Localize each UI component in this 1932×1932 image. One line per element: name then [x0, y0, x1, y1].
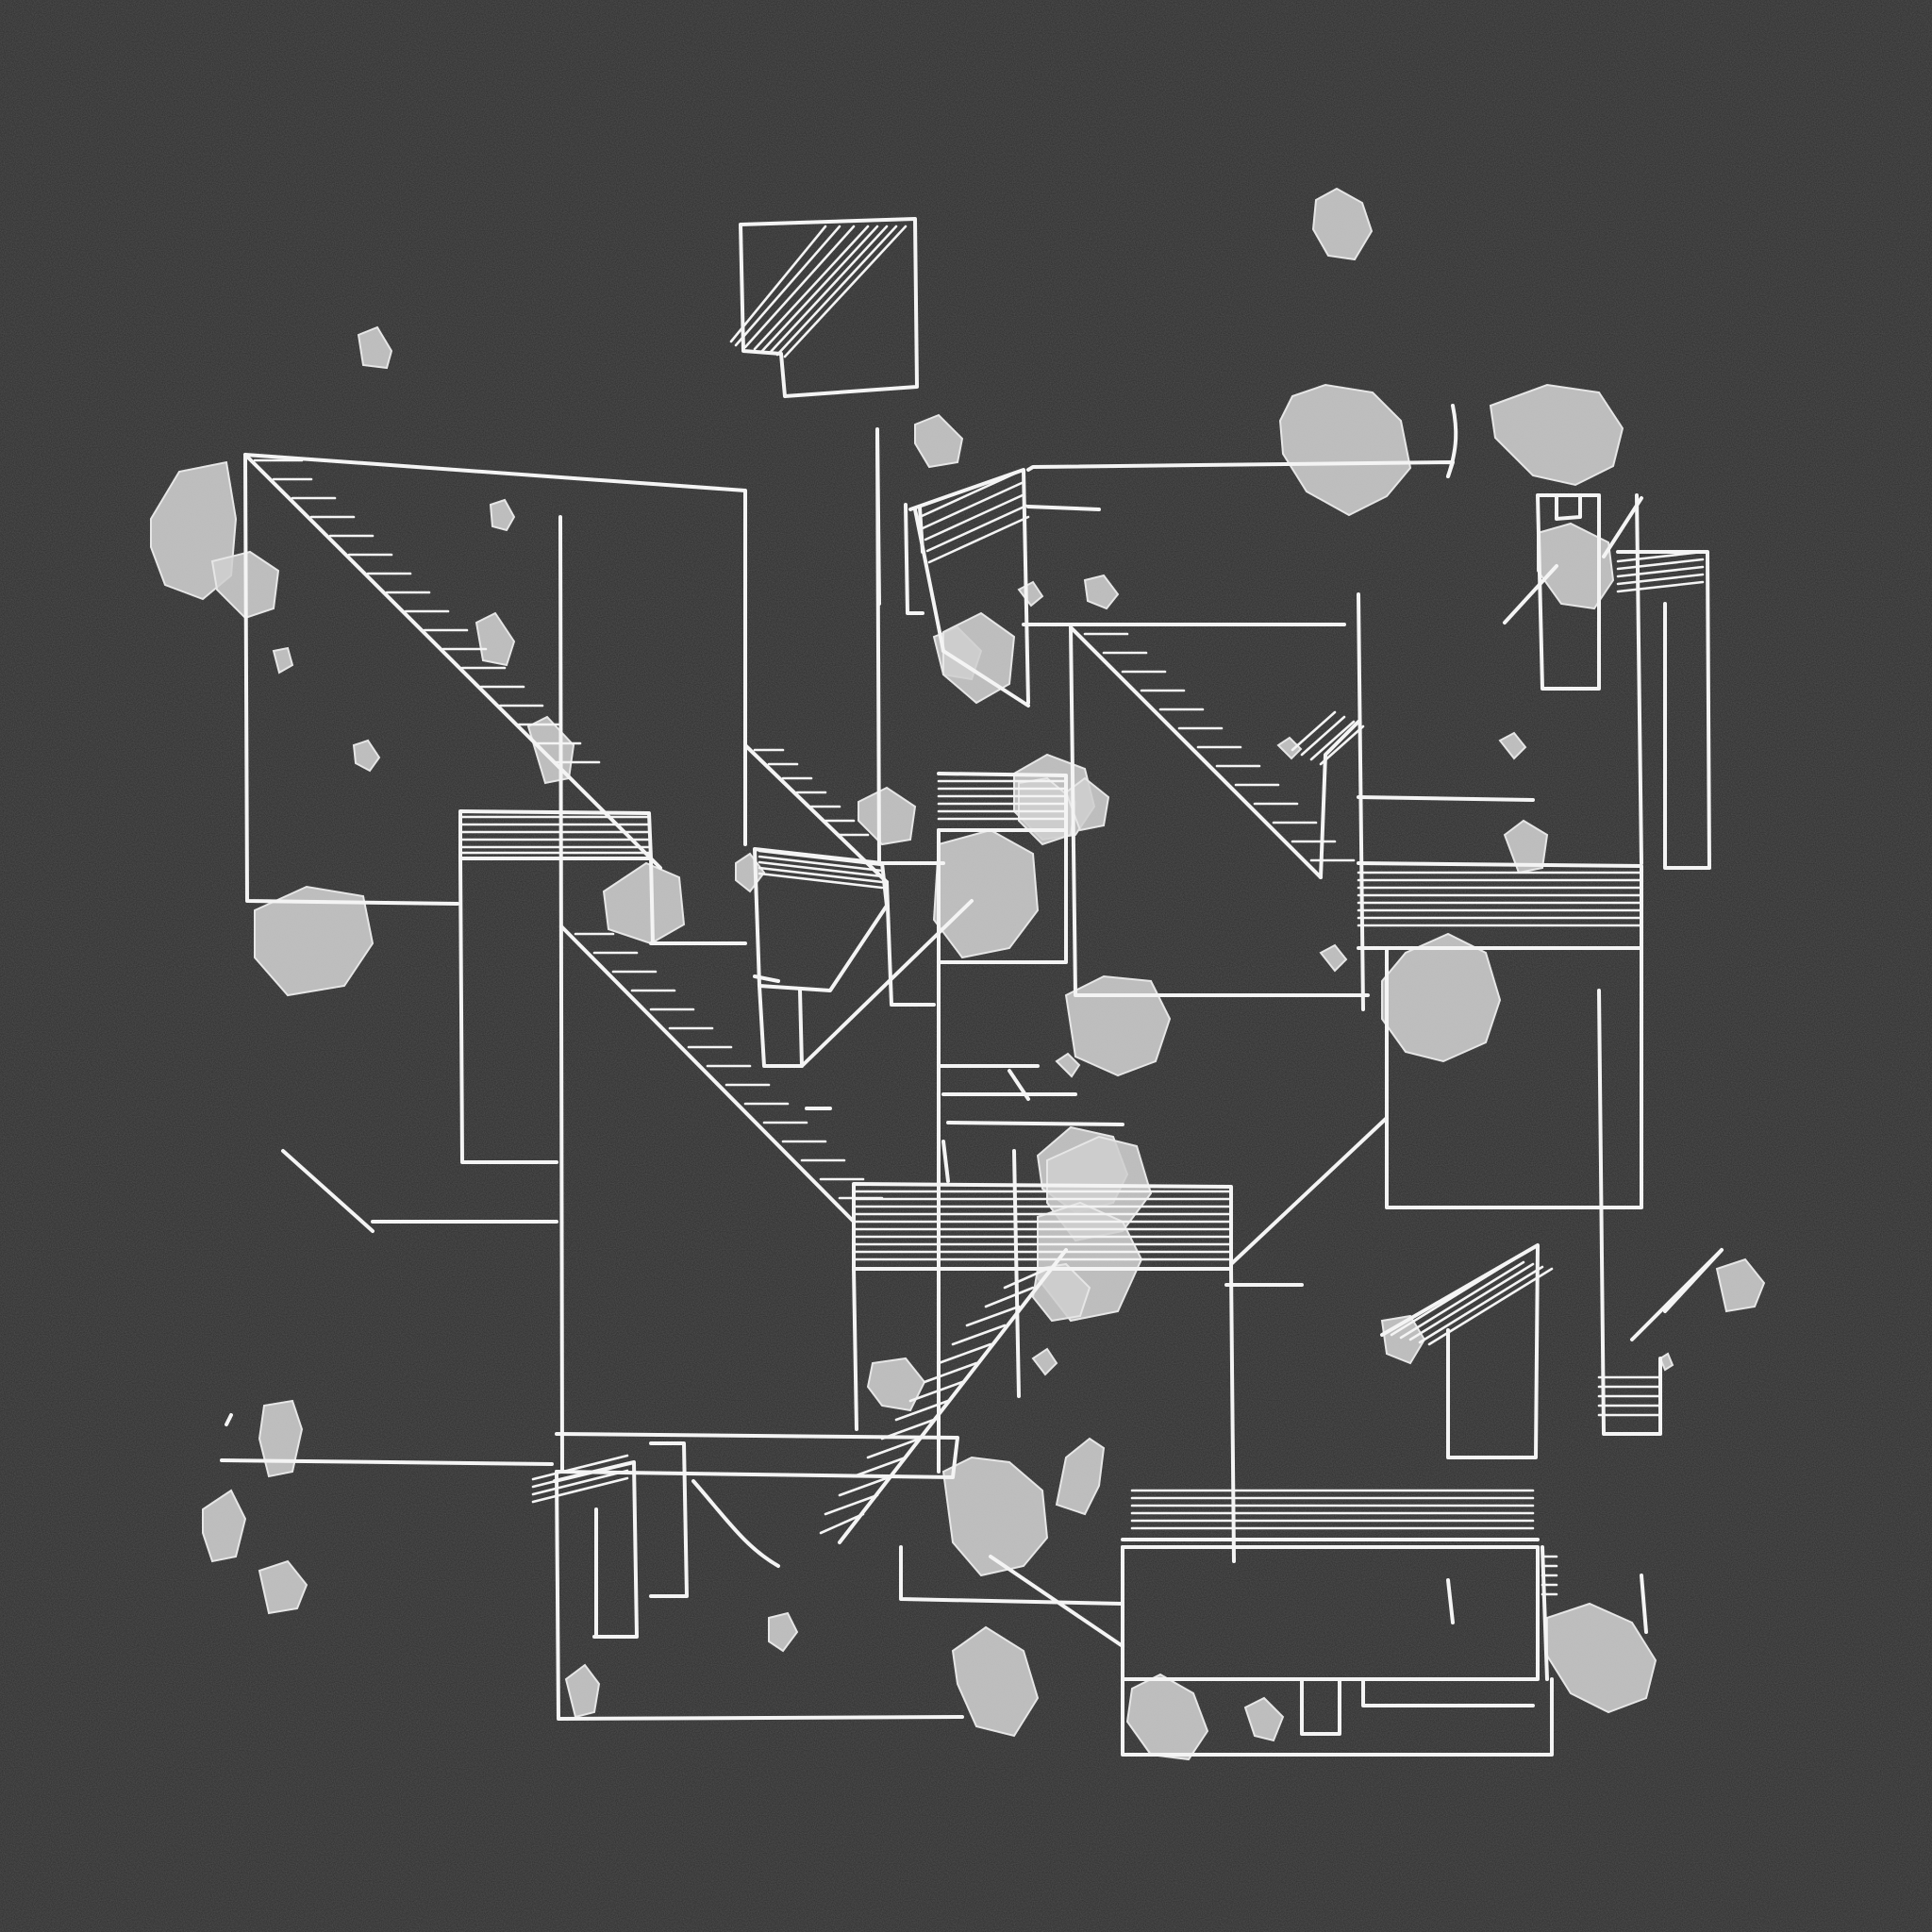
hatch-diagonal-left	[253, 458, 601, 764]
blob	[1031, 1347, 1058, 1376]
hatch-diagonal-right	[1083, 632, 1356, 862]
blob	[1658, 1352, 1674, 1372]
line-drawing	[220, 217, 1724, 1757]
hatch-band-middle	[852, 1190, 1233, 1261]
blob	[1546, 1602, 1657, 1714]
blob	[858, 786, 917, 846]
blob	[254, 885, 375, 997]
hatch-right-triangle	[1390, 1257, 1554, 1346]
blob	[1055, 1437, 1106, 1516]
middle-diagonal-beam	[559, 924, 856, 1224]
blob	[564, 1663, 601, 1719]
hatch-band-left	[458, 815, 651, 855]
blob	[258, 1399, 304, 1478]
hatch-small-right	[1291, 710, 1365, 766]
blob	[1498, 731, 1527, 760]
blob	[272, 646, 294, 675]
blob	[602, 861, 686, 945]
blob	[914, 413, 964, 469]
hatch-small-box	[758, 849, 884, 890]
blob	[258, 1559, 308, 1615]
lower-diagonal-beam	[838, 1248, 1068, 1544]
hatch-bottom-left	[531, 1454, 629, 1504]
blob	[202, 1489, 247, 1563]
blob	[1278, 383, 1412, 517]
hatch-bottom-right	[1130, 1489, 1535, 1530]
blob	[489, 498, 516, 532]
blob	[1715, 1257, 1766, 1313]
hatch-right-tower	[1616, 550, 1705, 593]
blob	[1311, 187, 1374, 261]
blob	[475, 611, 516, 667]
blob	[1031, 1262, 1091, 1323]
hatch-column-top	[937, 779, 1068, 821]
blob	[352, 739, 381, 773]
hatch-band-right	[1357, 871, 1643, 927]
blob	[866, 1357, 926, 1412]
blob	[1537, 522, 1615, 610]
top-left-rectangle	[243, 453, 747, 846]
top-triangle	[739, 217, 919, 398]
blob	[1489, 383, 1624, 487]
blob	[951, 1625, 1040, 1738]
blob	[941, 1456, 1049, 1577]
hatch-small-diagonal	[753, 748, 870, 837]
blob	[1276, 736, 1303, 760]
hatch-lower-right	[1597, 1375, 1662, 1417]
hatch-diagonal-lower	[819, 1267, 1049, 1535]
hatch-top-middle	[918, 470, 1030, 564]
blob	[1319, 943, 1348, 973]
blob	[942, 611, 1016, 705]
hatch-bottom-right-side	[1541, 1555, 1558, 1596]
blob	[1064, 776, 1110, 832]
blob	[768, 1611, 799, 1653]
blob	[1083, 574, 1120, 610]
blob	[357, 325, 393, 370]
hatch-top-triangle	[729, 225, 908, 358]
blob	[1243, 1696, 1285, 1742]
hatch-diagonal-middle	[574, 932, 884, 1200]
blob	[1055, 1052, 1081, 1078]
blob	[1381, 932, 1502, 1063]
blob	[1064, 974, 1172, 1077]
